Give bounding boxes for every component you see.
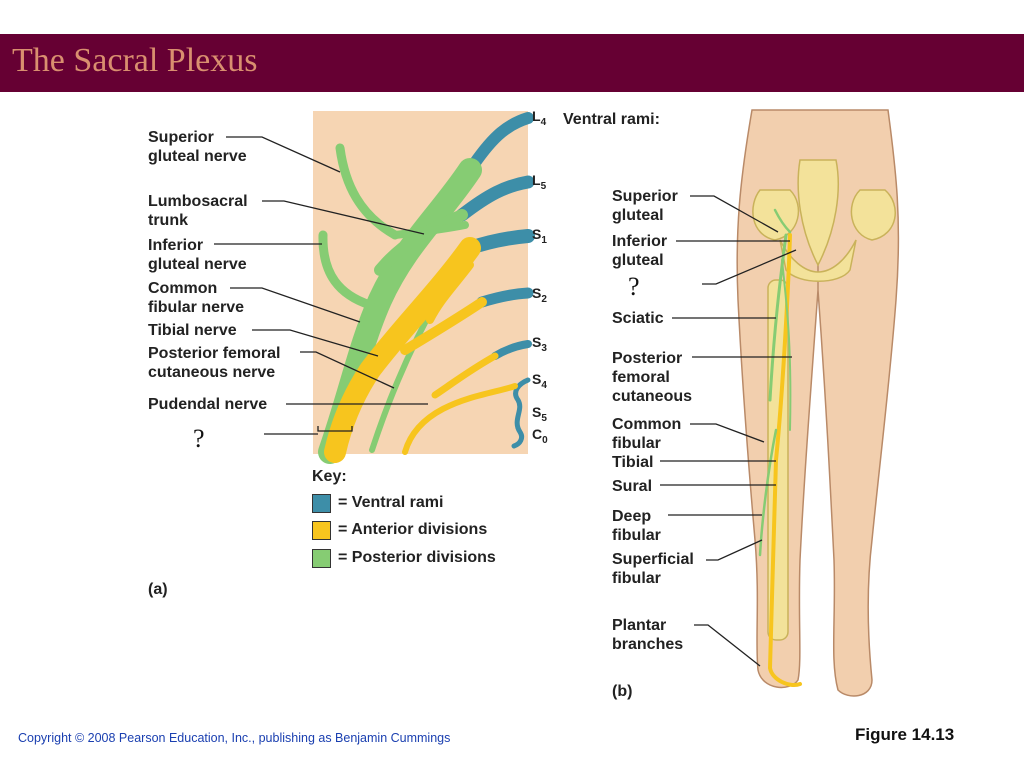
sciatic-label: Sciatic (612, 310, 664, 327)
ventral-rami-heading: Ventral rami: (563, 111, 660, 128)
deep-fibular-label: Deep fibular (612, 508, 661, 544)
posterior-femoral-cutaneous-nerve-label: Posterior femoral cutaneous nerve (148, 345, 281, 381)
sural-label: Sural (612, 478, 653, 495)
superior-gluteal-nerve-label: Superior gluteal nerve (148, 129, 247, 165)
key-title: Key: (312, 468, 347, 485)
key-swatch-posterior-divisions (312, 549, 331, 568)
root-L5: L5 (532, 172, 547, 192)
leg-nerves (758, 208, 802, 687)
superior-gluteal-label: Superior gluteal (612, 188, 678, 224)
panel-b-label: (b) (612, 683, 633, 700)
key-swatch-ventral-rami (312, 494, 331, 513)
panel-a-label: (a) (148, 581, 168, 598)
common-fibular-nerve-label: Common fibular nerve (148, 280, 245, 316)
title-bar: The Sacral Plexus (0, 34, 1024, 92)
root-L4: L4 (532, 108, 547, 128)
inferior-gluteal-nerve-label: Inferior gluteal nerve (148, 237, 247, 273)
root-S4: S4 (532, 371, 547, 391)
root-S5: S5 (532, 404, 547, 424)
panel-a-unknown-label: ? (193, 424, 205, 453)
anterior-divisions (324, 237, 518, 463)
figure-label: Figure 14.13 (855, 725, 955, 744)
inferior-gluteal-label: Inferior gluteal (612, 233, 668, 269)
root-C0: C0 (532, 426, 548, 446)
slide-title: The Sacral Plexus (12, 42, 258, 79)
panel-a-leaders (214, 136, 428, 435)
copyright-text: Copyright © 2008 Pearson Education, Inc.… (18, 731, 451, 745)
panel-b-leaders (660, 195, 797, 667)
key-label-ventral-rami: = Ventral rami (338, 494, 444, 511)
lumbosacral-trunk-label: Lumbosacral trunk (148, 193, 248, 229)
key-label-anterior-divisions: = Anterior divisions (338, 521, 488, 538)
plantar-branches-label: Plantar branches (612, 617, 684, 653)
pudendal-nerve-label: Pudendal nerve (148, 396, 268, 413)
root-S2: S2 (532, 285, 547, 305)
key-swatch-anterior-divisions (312, 521, 331, 540)
root-S1: S1 (532, 226, 547, 246)
superficial-fibular-label: Superficial fibular (612, 551, 694, 587)
posterior-femoral-cutaneous-label: Posterior femoral cutaneous (612, 350, 693, 405)
common-fibular-label: Common fibular (612, 416, 682, 452)
tibial-label: Tibial (612, 454, 654, 471)
tibial-nerve-label: Tibial nerve (148, 322, 237, 339)
key-label-posterior-divisions: = Posterior divisions (338, 549, 496, 566)
panel-b-unknown-label: ? (628, 272, 640, 301)
root-S3: S3 (532, 334, 547, 354)
